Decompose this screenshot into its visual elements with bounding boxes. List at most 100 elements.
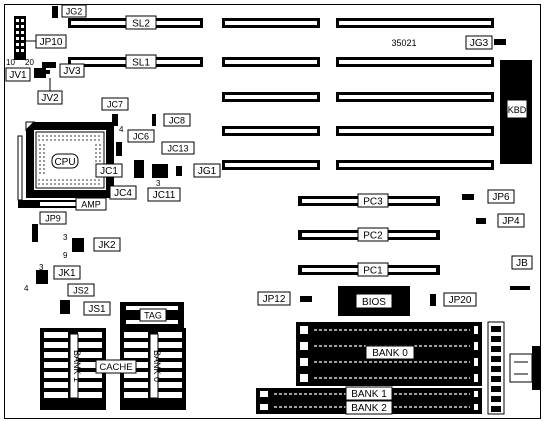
cpu-socket: CPU (25, 121, 114, 198)
jv1-label: JV1 (5, 67, 31, 82)
svg-text:JG1: JG1 (198, 166, 217, 177)
jv-jumper-block (34, 62, 56, 78)
svg-text:JP4: JP4 (502, 216, 520, 227)
jc13-label: JC13 (161, 141, 195, 155)
jc1-jumper (134, 160, 144, 178)
jg2-jumper (52, 6, 58, 18)
jp12-jumper (300, 296, 312, 302)
svg-text:JC11: JC11 (153, 190, 176, 201)
pin-number-4b: 4 (24, 284, 29, 293)
svg-text:PC1: PC1 (363, 266, 383, 277)
jp4-jumper (476, 218, 486, 224)
svg-text:SL2: SL2 (132, 19, 150, 30)
svg-text:JV2: JV2 (41, 93, 59, 104)
jk1-label: JK1 (53, 265, 81, 280)
svg-text:BANK 2: BANK 2 (351, 403, 387, 414)
svg-text:TAG: TAG (144, 311, 162, 321)
connector-header-20pin (14, 16, 26, 60)
jc7-jumper (112, 114, 118, 126)
pin-number-20: 20 (25, 58, 34, 67)
svg-text:BIOS: BIOS (362, 297, 386, 308)
jc11-label: JC11 (147, 187, 181, 202)
svg-text:JG2: JG2 (66, 7, 83, 17)
cache-block: TAG BANK 1 BANK 0 CACH (40, 302, 186, 410)
svg-text:JP9: JP9 (45, 214, 61, 224)
jg1-label: JG1 (193, 163, 221, 178)
svg-text:JP10: JP10 (40, 37, 63, 48)
svg-text:AMP: AMP (81, 200, 101, 210)
svg-text:JP12: JP12 (263, 294, 286, 305)
svg-text:JV1: JV1 (9, 70, 27, 81)
svg-text:PC3: PC3 (363, 197, 383, 208)
svg-text:JK2: JK2 (98, 240, 116, 251)
cpu-socket-lever (17, 135, 23, 201)
jc7-label: JC7 (101, 97, 129, 111)
jp9-label: JP9 (39, 211, 67, 225)
svg-text:JB: JB (516, 258, 528, 269)
pin-number-3b: 3 (63, 233, 68, 242)
jp6-jumper (462, 194, 474, 200)
slot-label-pc2: PC2 (357, 227, 389, 242)
keyboard-controller: KBD (500, 60, 532, 164)
jp20-label: JP20 (443, 292, 477, 307)
jk2-label: JK2 (93, 237, 121, 252)
jb-label: JB (511, 255, 533, 270)
svg-text:JS1: JS1 (88, 304, 106, 315)
svg-text:JP20: JP20 (449, 295, 472, 306)
svg-text:PC2: PC2 (363, 231, 383, 242)
jg3-label: JG3 (465, 35, 493, 50)
jp20-jumper (430, 294, 436, 306)
board-number: 35021 (391, 38, 416, 48)
svg-text:JC6: JC6 (133, 132, 149, 142)
svg-text:JC4: JC4 (114, 188, 132, 199)
jg2-label: JG2 (61, 4, 87, 18)
svg-text:JG3: JG3 (470, 38, 489, 49)
jk2-jumper (72, 238, 84, 252)
slot-label-pc1: PC1 (357, 262, 389, 277)
jp12-label: JP12 (257, 291, 291, 306)
keyboard-connector (509, 346, 540, 390)
jp4-label: JP4 (497, 213, 525, 228)
pin-number-10: 10 (6, 58, 15, 67)
svg-text:JC7: JC7 (107, 100, 123, 110)
pin-number-3c: 3 (39, 263, 44, 272)
jc11-jumper (152, 164, 168, 178)
svg-text:BANK 1: BANK 1 (351, 389, 387, 400)
pin-number-9: 9 (63, 251, 68, 260)
js-jumper (60, 300, 70, 314)
svg-text:SL1: SL1 (132, 58, 150, 69)
power-connector (487, 321, 505, 415)
svg-text:JP6: JP6 (492, 192, 510, 203)
js2-label: JS2 (67, 283, 95, 297)
jg1-jumper (176, 166, 182, 176)
jc8-label: JC8 (163, 113, 191, 127)
jb-jumper (510, 286, 530, 290)
jc6-jumper (116, 142, 122, 156)
memory-bank-0: BANK 0 (296, 322, 482, 386)
slot-label-pc3: PC3 (357, 193, 389, 208)
jv2-label: JV2 (37, 78, 63, 105)
svg-text:JK1: JK1 (58, 268, 76, 279)
slot-label-sl2: SL2 (125, 15, 157, 30)
svg-text:JV3: JV3 (63, 66, 81, 77)
jp10-label: JP10 (26, 34, 67, 49)
slot-label-sl1: SL1 (125, 54, 157, 69)
jc6-label: JC6 (127, 129, 155, 143)
pin-number-3a: 3 (156, 179, 161, 188)
jc4-label: JC4 (109, 185, 137, 200)
jc1-label: JC1 (95, 163, 123, 178)
jp9-jumper (32, 224, 38, 242)
svg-text:CACHE: CACHE (99, 362, 132, 373)
svg-text:JS2: JS2 (73, 286, 89, 296)
amp-socket-strip: AMP (18, 197, 107, 211)
jc8-jumper (152, 114, 156, 126)
pin-number-4a: 4 (119, 125, 124, 134)
cache-bank1-label: BANK 1 (72, 350, 82, 382)
svg-text:JC8: JC8 (169, 116, 185, 126)
bios-chip: BIOS (338, 286, 410, 316)
svg-text:KBD: KBD (508, 105, 527, 115)
svg-text:CPU: CPU (54, 157, 75, 168)
memory-bank-1-2: BANK 1 BANK 2 (256, 386, 482, 415)
js1-label: JS1 (83, 301, 111, 316)
